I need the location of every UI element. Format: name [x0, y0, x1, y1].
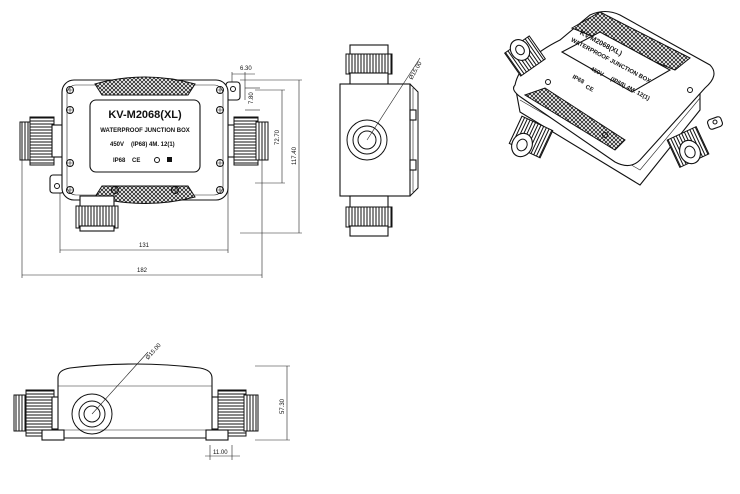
- bottom-box-body: [57, 363, 213, 439]
- dim-depth: 57.30: [280, 398, 286, 414]
- isometric-view: KV-M2068(XL) WATERPROOF JUNCTION BOX 450…: [503, 10, 723, 186]
- front-top-grip: [94, 76, 196, 96]
- side-gland-ring: [346, 119, 388, 161]
- dim-foot: 11.00: [213, 450, 228, 456]
- front-label-plate: [89, 99, 201, 173]
- iso-label-ip: IP68: [571, 74, 585, 85]
- dim-outer-height: 117.40: [292, 146, 298, 165]
- label-model: KV-M2068(XL): [108, 109, 182, 121]
- dim-total-width: 182: [137, 268, 148, 274]
- side-view: Ø15.00: [339, 44, 424, 237]
- iso-label-rating: 450V: [589, 66, 604, 78]
- bottom-gland-ring: [71, 393, 113, 435]
- side-box-body: [339, 83, 411, 197]
- dim-inner-height: 72.70: [275, 129, 281, 145]
- label-title: WATERPROOF JUNCTION BOX: [100, 128, 190, 134]
- dim-hole: 6.30: [240, 66, 252, 72]
- label-spec: (IP68) 4M. 12(1): [131, 142, 175, 148]
- front-bottom-cable-gland: [75, 195, 119, 232]
- iso-mount-ear: [707, 116, 723, 130]
- front-right-cable-gland: [223, 116, 269, 166]
- label-rating: 450V: [110, 142, 124, 148]
- front-view: KV-M2068(XL) WATERPROOF JUNCTION BOX 450…: [19, 66, 302, 278]
- dim-offset: 7.80: [249, 92, 255, 104]
- iso-right-cable-gland: [666, 125, 710, 169]
- bottom-view: Ø15.00 57.30 11.00: [13, 342, 290, 460]
- label-ip: IP68: [113, 158, 126, 164]
- waste-bin-icon: [167, 157, 172, 162]
- label-ce: CE: [132, 158, 140, 164]
- iso-label-ce: CE: [584, 84, 594, 93]
- iso-front-cable-gland: [508, 115, 554, 159]
- front-left-cable-gland: [19, 116, 65, 166]
- bottom-dim-diameter: Ø15.00: [145, 342, 163, 361]
- iso-label-plate: [560, 31, 672, 93]
- side-dim-diameter: Ø15.00: [409, 60, 424, 81]
- iso-bottom-grip: [523, 87, 626, 151]
- recycle-icon: [154, 157, 160, 163]
- dim-inner-width: 131: [139, 243, 150, 249]
- front-screws: [66, 86, 224, 194]
- iso-left-cable-gland: [503, 35, 547, 77]
